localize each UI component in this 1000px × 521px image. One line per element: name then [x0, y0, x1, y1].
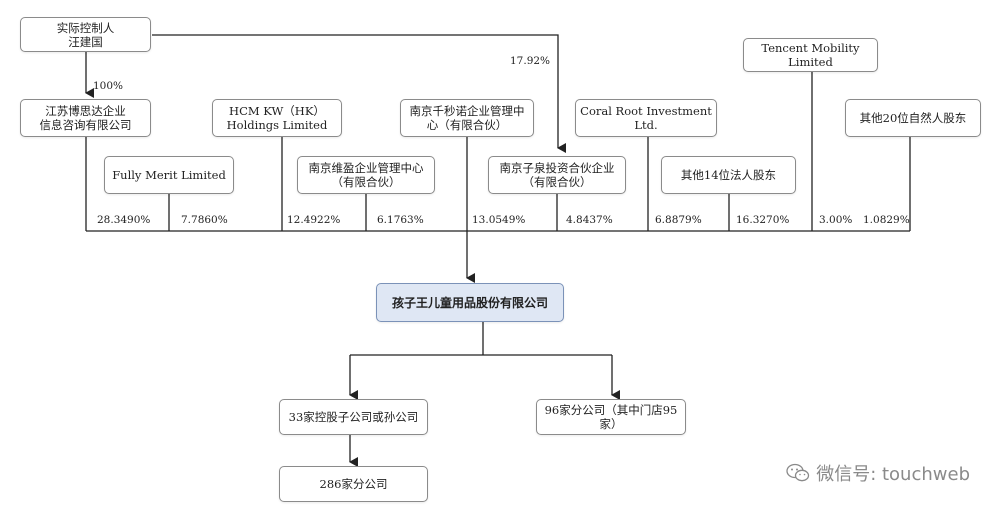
node-tencent: Tencent Mobility Limited — [743, 38, 878, 72]
node-hcm: HCM KW（HK） Holdings Limited — [212, 99, 342, 137]
pct-qianqiu: 13.0549% — [472, 214, 526, 226]
node-natural20: 其他20位自然人股东 — [845, 99, 981, 137]
pct-natural20: 1.0829% — [863, 214, 910, 226]
pct-weiying: 6.1763% — [377, 214, 424, 226]
node-sub33: 33家控股子公司或孙公司 — [279, 399, 428, 435]
node-jiangsu: 江苏博思达企业 信息咨询有限公司 — [20, 99, 151, 137]
node-legal14: 其他14位法人股东 — [661, 156, 796, 194]
pct-100: 100% — [93, 80, 124, 92]
pct-coral: 6.8879% — [655, 214, 702, 226]
node-zihu: 南京子泉投资合伙企业 （有限合伙） — [488, 156, 626, 194]
pct-jiangsu: 28.3490% — [97, 214, 151, 226]
pct-legal14: 16.3270% — [736, 214, 790, 226]
node-fully: Fully Merit Limited — [104, 156, 234, 194]
pct-fully: 7.7860% — [181, 214, 228, 226]
wechat-icon — [786, 463, 810, 482]
node-coral: Coral Root Investment Ltd. — [575, 99, 717, 137]
pct-tencent: 3.00% — [819, 214, 853, 226]
watermark: 微信号: touchweb — [786, 460, 970, 486]
pct-zihu: 4.8437% — [566, 214, 613, 226]
pct-1792: 17.92% — [510, 55, 551, 67]
node-weiying: 南京维盈企业管理中心 （有限合伙） — [297, 156, 435, 194]
node-sub286: 286家分公司 — [279, 466, 428, 502]
node-company: 孩子王儿童用品股份有限公司 — [376, 283, 564, 322]
node-qianqiu: 南京千秒诺企业管理中 心（有限合伙） — [400, 99, 534, 137]
watermark-text: 微信号: touchweb — [816, 464, 970, 485]
node-controller: 实际控制人 汪建国 — [20, 17, 151, 52]
node-sub96: 96家分公司（其中门店95 家） — [536, 399, 686, 435]
pct-hcm: 12.4922% — [287, 214, 341, 226]
